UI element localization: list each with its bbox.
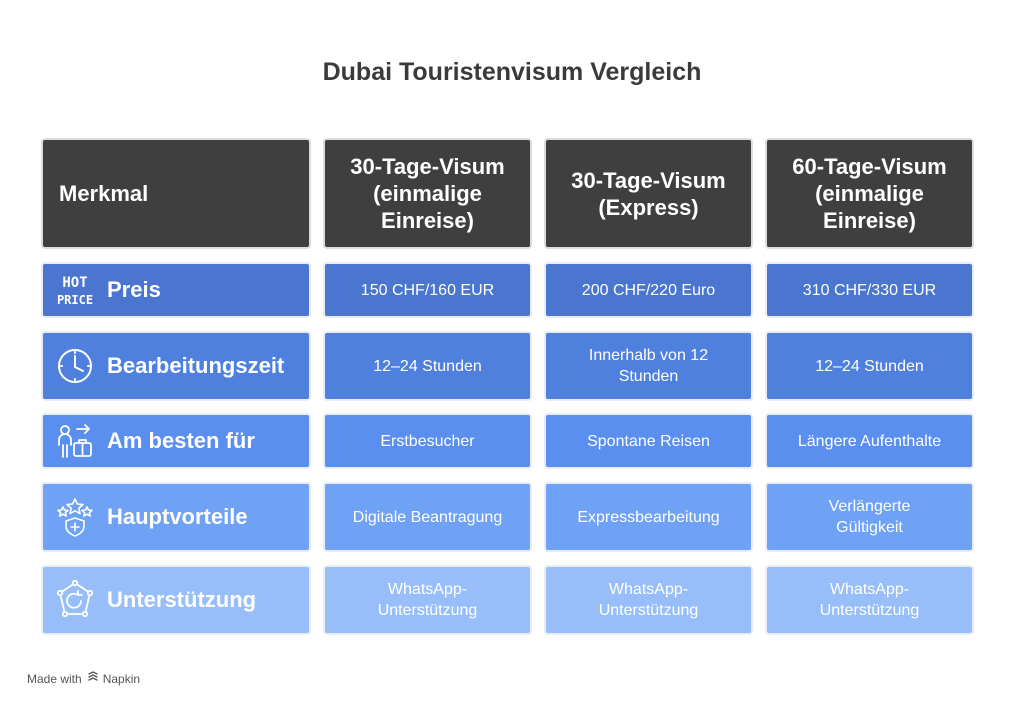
cell-hauptvorteile-col-2: Expressbearbeitung xyxy=(544,482,753,552)
cell-hauptvorteile-col-3: Verlängerte Gültigkeit xyxy=(765,482,974,552)
row-label-unterstuetzung: Unterstützung xyxy=(41,565,311,635)
header-col-2: 30-Tage-Visum (Express) xyxy=(544,138,753,249)
cell-preis-col-1: 150 CHF/160 EUR xyxy=(323,262,532,318)
hot-price-icon-bottom: PRICE xyxy=(57,293,93,307)
cell-hauptvorteile-col-1: Digitale Beantragung xyxy=(323,482,532,552)
header-col-2-label: 30-Tage-Visum (Express) xyxy=(571,167,726,220)
cell-preis-col-3: 310 CHF/330 EUR xyxy=(765,262,974,318)
cell-bearbeitungszeit-col-1: 12–24 Stunden xyxy=(323,331,532,401)
cell-am-besten-fuer-col-2: Spontane Reisen xyxy=(544,413,753,469)
cell-unterstuetzung-col-2: WhatsApp- Unterstützung xyxy=(544,565,753,635)
hot-price-icon: HOT PRICE xyxy=(55,270,95,310)
header-col-3-label: 60-Tage-Visum (einmalige Einreise) xyxy=(792,154,947,233)
cell-text: Innerhalb von 12 Stunden xyxy=(588,347,709,385)
header-feature-label: Merkmal xyxy=(59,181,149,206)
cell-text: 150 CHF/160 EUR xyxy=(360,281,495,299)
row-label-text: Bearbeitungszeit xyxy=(107,353,285,378)
row-label-bearbeitungszeit: Bearbeitungszeit xyxy=(41,331,311,401)
cell-unterstuetzung-col-3: WhatsApp- Unterstützung xyxy=(765,565,974,635)
cell-text: Spontane Reisen xyxy=(587,432,710,450)
footer-credit: Made with Napkin xyxy=(27,671,140,686)
page-title: Dubai Touristenvisum Vergleich xyxy=(322,58,702,86)
cell-text: 310 CHF/330 EUR xyxy=(802,281,937,299)
header-col-1-label: 30-Tage-Visum (einmalige Einreise) xyxy=(350,154,505,233)
cell-am-besten-fuer-col-3: Längere Aufenthalte xyxy=(765,413,974,469)
napkin-logo-icon xyxy=(87,671,99,686)
row-label-text: Preis xyxy=(107,277,161,302)
header-feature: Merkmal xyxy=(41,138,311,249)
cell-text: WhatsApp- Unterstützung xyxy=(819,581,920,619)
row-label-text: Hauptvorteile xyxy=(107,504,248,529)
cell-text: Erstbesucher xyxy=(380,432,475,450)
cell-am-besten-fuer-col-1: Erstbesucher xyxy=(323,413,532,469)
row-label-preis: HOT PRICE Preis xyxy=(41,262,311,318)
row-label-am-besten-fuer: Am besten für xyxy=(41,413,311,469)
header-col-1: 30-Tage-Visum (einmalige Einreise) xyxy=(323,138,532,249)
cell-text: Verlängerte Gültigkeit xyxy=(828,498,911,536)
cell-text: 12–24 Stunden xyxy=(815,357,924,375)
cell-bearbeitungszeit-col-2: Innerhalb von 12 Stunden xyxy=(544,331,753,401)
footer-brand: Napkin xyxy=(102,671,141,686)
header-col-3: 60-Tage-Visum (einmalige Einreise) xyxy=(765,138,974,249)
cell-text: 12–24 Stunden xyxy=(373,357,482,375)
cell-text: WhatsApp- Unterstützung xyxy=(377,581,478,619)
cell-bearbeitungszeit-col-3: 12–24 Stunden xyxy=(765,331,974,401)
row-label-hauptvorteile: Hauptvorteile xyxy=(41,482,311,552)
traveler-luggage-icon xyxy=(55,421,95,461)
cell-text: Digitale Beantragung xyxy=(352,508,503,526)
footer-prefix: Made with xyxy=(27,671,82,686)
cell-text: WhatsApp- Unterstützung xyxy=(598,581,699,619)
cell-preis-col-2: 200 CHF/220 Euro xyxy=(544,262,753,318)
cell-text: Expressbearbeitung xyxy=(577,508,720,526)
cell-text: 200 CHF/220 Euro xyxy=(581,281,716,299)
support-cycle-icon xyxy=(55,580,95,620)
row-label-text: Unterstützung xyxy=(107,587,257,612)
cell-text: Längere Aufenthalte xyxy=(797,432,942,450)
clock-icon xyxy=(55,346,95,386)
stars-shield-icon xyxy=(55,497,95,537)
hot-price-icon-top: HOT xyxy=(62,275,87,291)
cell-unterstuetzung-col-1: WhatsApp- Unterstützung xyxy=(323,565,532,635)
row-label-text: Am besten für xyxy=(107,428,255,453)
